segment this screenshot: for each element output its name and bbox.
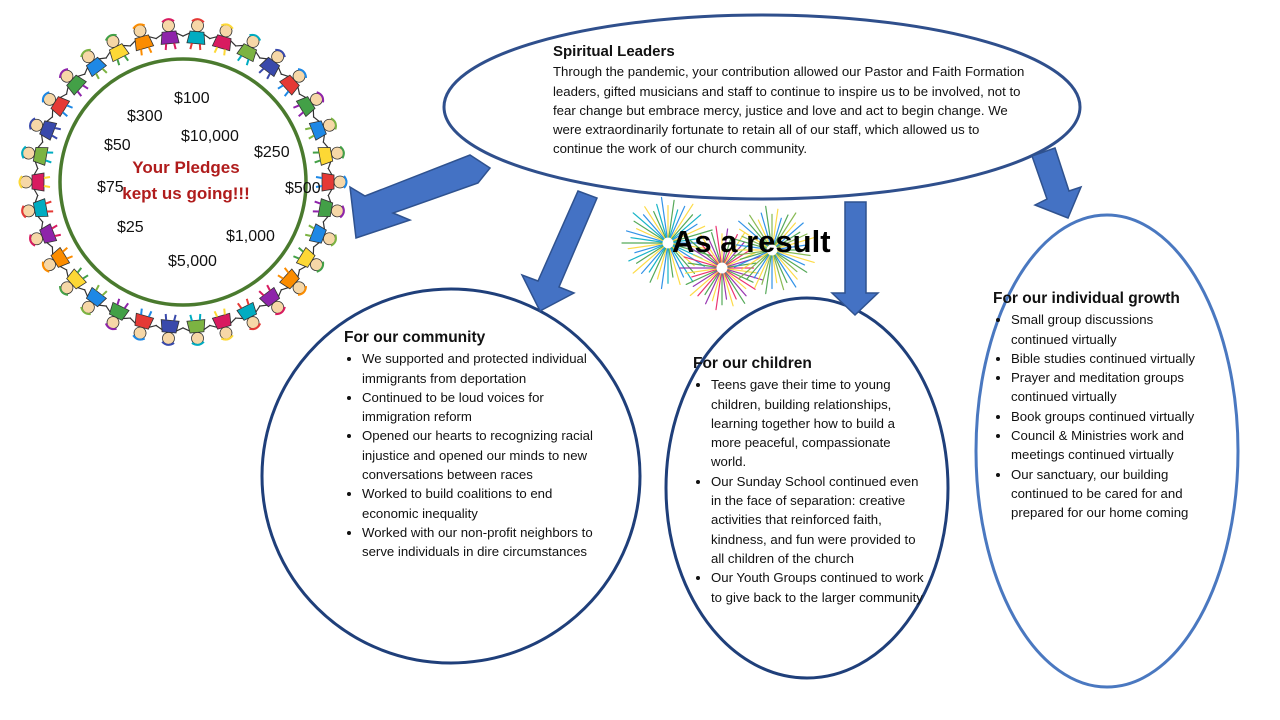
pledge-message: Your Pledges kept us going!!! — [96, 155, 276, 207]
list-item: Bible studies continued virtually — [1011, 349, 1213, 368]
kid-figure-icon — [209, 23, 237, 56]
list-item: Our sanctuary, our building continued to… — [1011, 465, 1213, 523]
firework-burst-icon — [621, 196, 713, 290]
kid-figure-icon — [312, 194, 345, 223]
kid-figure-icon — [258, 48, 286, 80]
list-item: Worked to build coalitions to end econom… — [362, 484, 612, 523]
fireworks-graphic — [621, 196, 815, 311]
pledge-amount: $10,000 — [181, 128, 239, 145]
pledge-amount: $50 — [104, 137, 131, 154]
pledge-amount: $250 — [254, 144, 290, 161]
pledge-message-line2: kept us going!!! — [122, 184, 250, 203]
growth-title: For our individual growth — [993, 290, 1180, 307]
arrow-to-growth — [1031, 147, 1083, 219]
list-item: Opened our hearts to recognizing racial … — [362, 426, 612, 484]
pledge-amount: $75 — [97, 179, 124, 196]
list-item: Our Youth Groups continued to work to gi… — [711, 568, 925, 607]
kid-figure-icon — [182, 18, 211, 51]
kid-figure-icon — [305, 221, 337, 248]
arrow-to-pledges — [349, 154, 492, 240]
list-item: Small group discussions continued virtua… — [1011, 310, 1213, 349]
list-item: Teens gave their time to young children,… — [711, 375, 925, 471]
growth-list: Small group discussions continued virtua… — [993, 310, 1213, 522]
list-item: Continued to be loud voices for immigrat… — [362, 388, 612, 427]
kid-figure-icon — [129, 23, 157, 56]
growth-circle — [974, 213, 1240, 689]
pledge-amount: $5,000 — [168, 253, 217, 270]
kid-figure-icon — [209, 308, 237, 341]
spiritual-leaders-body: Through the pandemic, your contribution … — [553, 64, 1025, 157]
growth-block: For our individual growth Small group di… — [993, 289, 1213, 523]
list-item: Council & Ministries work and meetings c… — [1011, 426, 1213, 465]
children-title: For our children — [693, 355, 812, 372]
list-item: Worked with our non-profit neighbors to … — [362, 523, 612, 562]
kid-figure-icon — [155, 18, 184, 51]
kid-figure-icon — [305, 116, 337, 143]
spiritual-leaders-ellipse — [442, 13, 1082, 201]
list-item: Book groups continued virtually — [1011, 407, 1213, 426]
kid-figure-icon — [293, 91, 325, 118]
kid-figure-icon — [80, 284, 108, 316]
list-item: Prayer and meditation groups continued v… — [1011, 368, 1213, 407]
kid-figure-icon — [258, 284, 286, 316]
kid-figure-icon — [235, 33, 262, 66]
community-block: For our community We supported and prote… — [344, 328, 612, 562]
children-block: For our children Teens gave their time t… — [693, 354, 925, 607]
kid-figure-icon — [155, 313, 184, 346]
kid-figure-icon — [182, 313, 211, 346]
kid-figure-icon — [41, 246, 73, 273]
community-title: For our community — [344, 329, 486, 346]
pledge-amount: $500 — [285, 180, 321, 197]
kid-figure-icon — [80, 48, 108, 80]
list-item: Our Sunday School continued even in the … — [711, 472, 925, 568]
kid-figure-icon — [277, 267, 308, 296]
kid-figure-icon — [21, 194, 54, 223]
arrow-to-children — [830, 201, 880, 317]
spiritual-leaders-title: Spiritual Leaders — [553, 43, 675, 60]
pledge-amount: $1,000 — [226, 228, 275, 245]
pledge-amount: $25 — [117, 219, 144, 236]
kid-figure-icon — [29, 116, 61, 143]
community-list: We supported and protected individual im… — [344, 349, 612, 561]
children-circle — [664, 296, 950, 680]
pledge-message-line1: Your Pledges — [132, 158, 240, 177]
pledge-amount: $300 — [127, 108, 163, 125]
list-item: We supported and protected individual im… — [362, 349, 612, 388]
kid-figure-icon — [21, 141, 54, 170]
pledge-circle — [58, 57, 308, 307]
kid-figure-icon — [29, 221, 61, 248]
kid-figure-icon — [104, 298, 131, 331]
kid-figure-icon — [315, 167, 348, 197]
community-circle — [260, 287, 642, 665]
arrow-to-community — [520, 190, 598, 313]
kid-figure-icon — [277, 68, 308, 97]
pledge-amount: $100 — [174, 90, 210, 107]
kid-figure-icon — [235, 298, 262, 331]
kid-figure-icon — [312, 141, 345, 170]
children-figures-border — [18, 18, 348, 346]
children-list: Teens gave their time to young children,… — [693, 375, 925, 607]
as-a-result-heading: As a result — [672, 224, 831, 259]
kid-figure-icon — [129, 308, 157, 341]
firework-burst-icon — [727, 205, 815, 295]
kid-figure-icon — [18, 167, 51, 197]
spiritual-leaders-block: Spiritual Leaders Through the pandemic, … — [553, 42, 1028, 159]
